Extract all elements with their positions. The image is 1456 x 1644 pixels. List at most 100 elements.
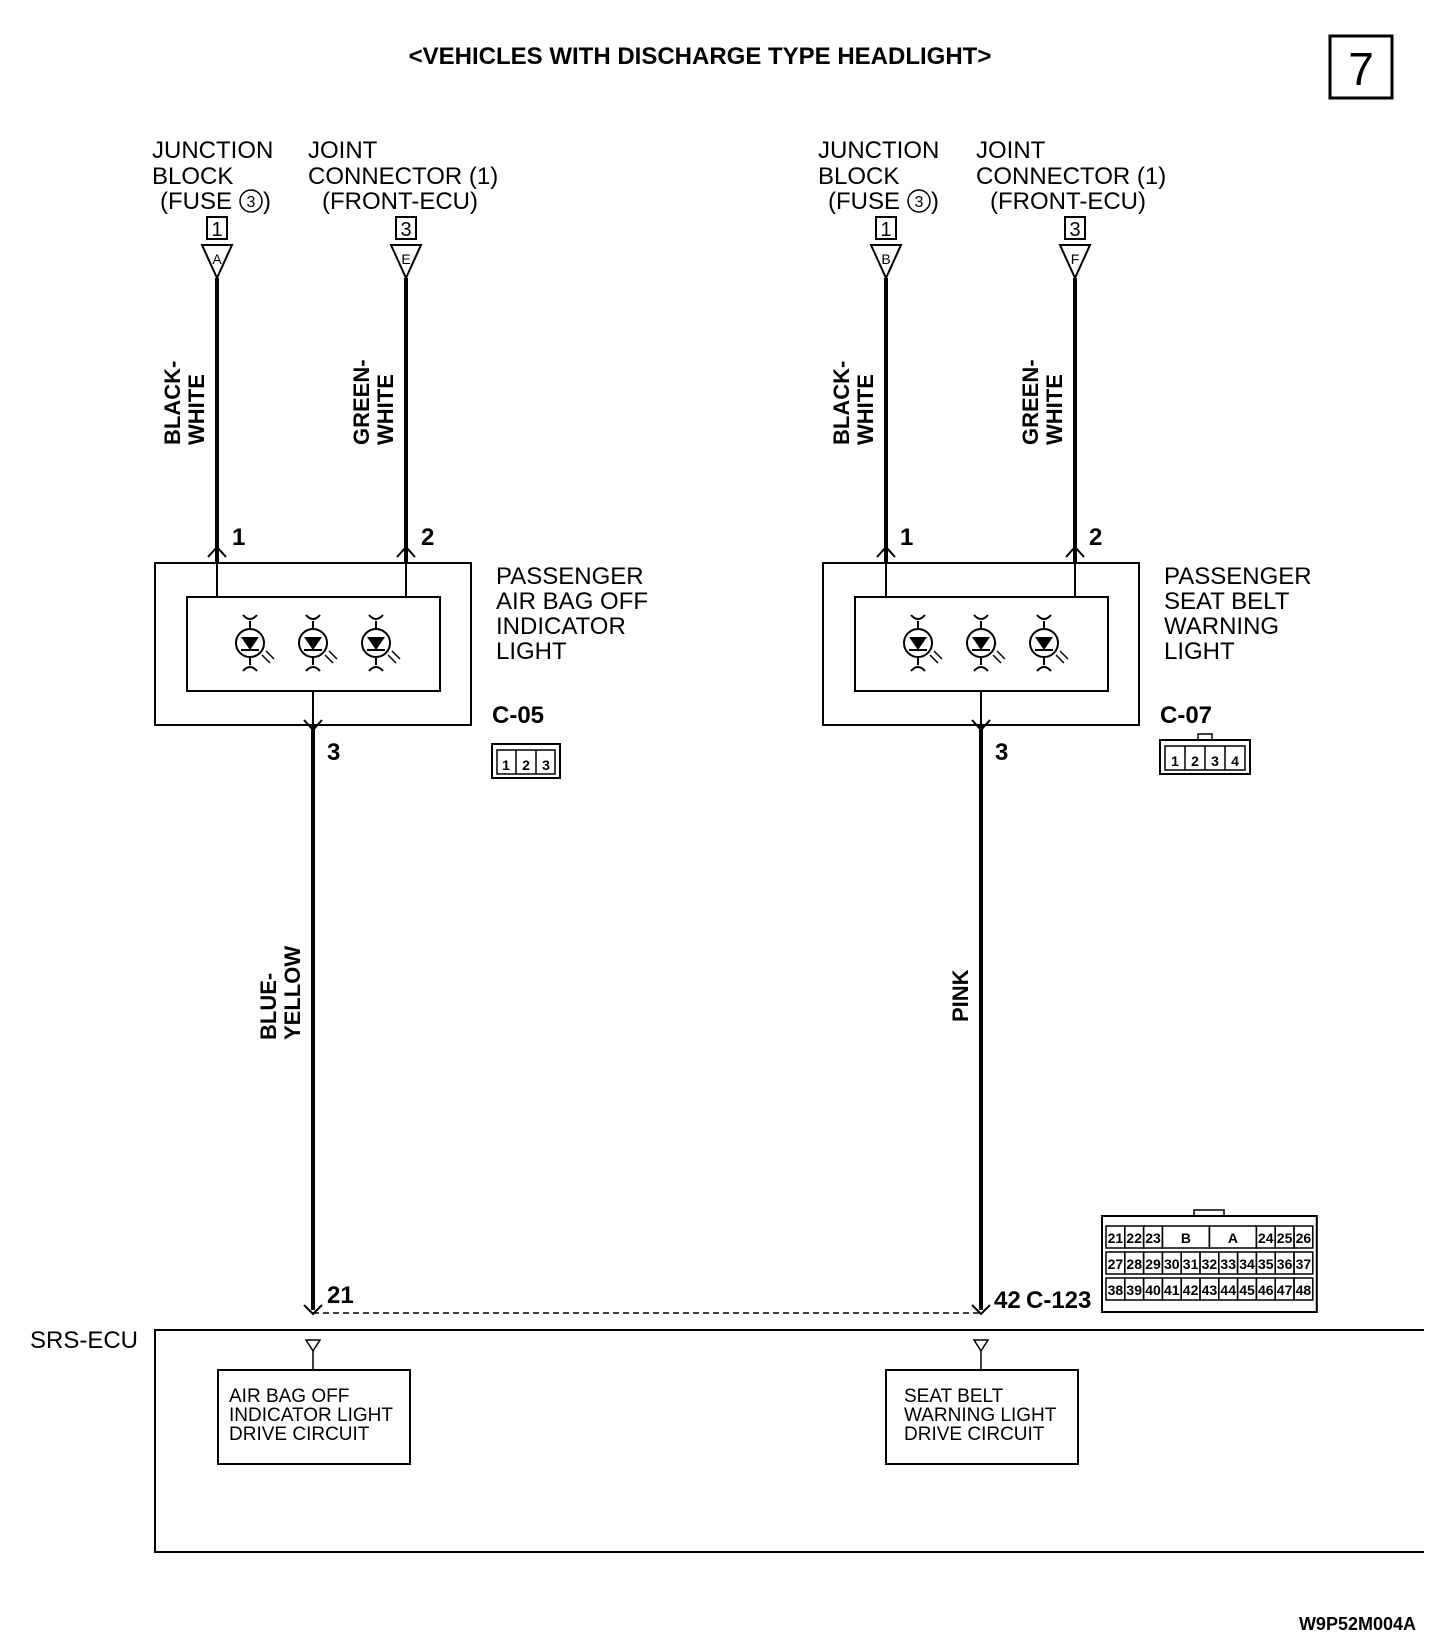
right-wire2-color: WHITE bbox=[1042, 374, 1067, 445]
led-icon bbox=[235, 614, 275, 672]
right-ecu-pin: 42 bbox=[994, 1287, 1021, 1314]
c123-pin: 38 bbox=[1108, 1282, 1124, 1298]
ecu-label: SRS-ECU bbox=[30, 1327, 138, 1354]
led-icon bbox=[361, 614, 401, 672]
led-icon bbox=[298, 614, 338, 672]
right-source2-label: (FRONT-ECU) bbox=[990, 188, 1146, 215]
c123-pin: 27 bbox=[1108, 1256, 1124, 1272]
c123-pin: 29 bbox=[1145, 1256, 1161, 1272]
ecu-outline bbox=[154, 1329, 1424, 1553]
right-component-name: PASSENGER bbox=[1164, 563, 1312, 590]
right-source1-conn: B bbox=[881, 251, 890, 267]
left-drive-circuit-label: AIR BAG OFF bbox=[229, 1386, 349, 1407]
c123-pin: 31 bbox=[1183, 1256, 1199, 1272]
left-wire2-color: WHITE bbox=[373, 374, 398, 445]
c123-pin: 24 bbox=[1258, 1230, 1274, 1246]
left-drive-circuit-label: DRIVE CIRCUIT bbox=[229, 1424, 370, 1445]
c123-pin: 30 bbox=[1164, 1256, 1180, 1272]
right-wire3-color: PINK bbox=[948, 969, 973, 1022]
c123-pin: 33 bbox=[1220, 1256, 1236, 1272]
right-source2-box: 3 bbox=[1069, 219, 1080, 241]
c123-pin: 34 bbox=[1239, 1256, 1255, 1272]
left-source1-label: JUNCTION bbox=[152, 137, 273, 164]
c123-pin: 25 bbox=[1277, 1230, 1293, 1246]
left-source1-label: BLOCK bbox=[152, 163, 233, 190]
left-source2-label: (FRONT-ECU) bbox=[322, 188, 478, 215]
led-icon bbox=[1029, 614, 1069, 672]
left-component-name: LIGHT bbox=[496, 638, 567, 665]
left-wire3-color: YELLOW bbox=[280, 946, 305, 1040]
left-source2-label: CONNECTOR (1) bbox=[308, 163, 498, 190]
c05-pin: 2 bbox=[522, 757, 530, 773]
footer-code: W9P52M004A bbox=[1299, 1614, 1416, 1634]
c123-pin: 28 bbox=[1126, 1256, 1142, 1272]
c123-pin: 40 bbox=[1145, 1282, 1161, 1298]
page-number: 7 bbox=[1348, 43, 1374, 95]
c123-pin: 41 bbox=[1164, 1282, 1180, 1298]
right-wire2-color: GREEN- bbox=[1018, 359, 1043, 445]
left-component-name: INDICATOR bbox=[496, 613, 626, 640]
left-drive-circuit-label: INDICATOR LIGHT bbox=[229, 1405, 393, 1426]
left-fuse-paren: ) bbox=[263, 188, 271, 215]
right-source2-label: CONNECTOR (1) bbox=[976, 163, 1166, 190]
page-number-box bbox=[1328, 34, 1394, 100]
left-wire3-color: BLUE- bbox=[256, 973, 281, 1040]
right-fuse-number: 3 bbox=[915, 194, 924, 211]
left-component-name: PASSENGER bbox=[496, 563, 644, 590]
c123-pin: 48 bbox=[1296, 1282, 1312, 1298]
c123-pin: 46 bbox=[1258, 1282, 1274, 1298]
left-source2-box: 3 bbox=[400, 219, 411, 241]
c07-pin: 4 bbox=[1231, 753, 1239, 769]
right-component-name: SEAT BELT bbox=[1164, 588, 1290, 615]
c123-pin: 47 bbox=[1277, 1282, 1293, 1298]
c123-pin: 32 bbox=[1202, 1256, 1218, 1272]
left-source1-conn: A bbox=[212, 251, 222, 267]
right-source1-box: 1 bbox=[880, 219, 891, 241]
left-wire1-color: WHITE bbox=[184, 374, 209, 445]
c123-pin: 26 bbox=[1296, 1230, 1312, 1246]
right-source2-conn: F bbox=[1071, 251, 1080, 267]
right-source1-label: (FUSE bbox=[828, 188, 900, 215]
left-component-name: AIR BAG OFF bbox=[496, 588, 648, 615]
left-source2-label: JOINT bbox=[308, 137, 378, 164]
right-ecu-connector: C-123 bbox=[1026, 1287, 1091, 1314]
right-source2-label: JOINT bbox=[976, 137, 1046, 164]
left-out-pin: 3 bbox=[327, 739, 340, 766]
c123-pin: 39 bbox=[1126, 1282, 1142, 1298]
c123-pin: 45 bbox=[1239, 1282, 1255, 1298]
left-connector-id: C-05 bbox=[492, 702, 544, 729]
c123-pin: 23 bbox=[1145, 1230, 1161, 1246]
right-source1-label: JUNCTION bbox=[818, 137, 939, 164]
left-source1-box: 1 bbox=[211, 219, 222, 241]
left-wire2-color: GREEN- bbox=[349, 359, 374, 445]
c123-pin: 36 bbox=[1277, 1256, 1293, 1272]
right-fuse-paren: ) bbox=[931, 188, 939, 215]
left-source2-conn: E bbox=[401, 251, 410, 267]
left-circuit: JUNCTION BLOCK (FUSE 3 ) 1 A JOINT CONNE… bbox=[152, 137, 648, 1316]
left-pin-2: 2 bbox=[421, 524, 434, 551]
c123-pin: 21 bbox=[1108, 1230, 1124, 1246]
left-fuse-number: 3 bbox=[247, 194, 256, 211]
right-drive-circuit-label: WARNING LIGHT bbox=[904, 1405, 1057, 1426]
right-out-pin: 3 bbox=[995, 739, 1008, 766]
right-wire1-color: BLACK- bbox=[829, 361, 854, 445]
right-source1-label: BLOCK bbox=[818, 163, 899, 190]
left-wire1-color: BLACK- bbox=[160, 361, 185, 445]
right-pin-2: 2 bbox=[1089, 524, 1102, 551]
c05-pin: 1 bbox=[502, 757, 510, 773]
c123-pin: B bbox=[1181, 1230, 1191, 1246]
c123-pin: A bbox=[1228, 1230, 1238, 1246]
left-drive-circuit bbox=[217, 1369, 411, 1465]
led-icon bbox=[966, 614, 1006, 672]
right-pin-1: 1 bbox=[900, 524, 913, 551]
c05-pin: 3 bbox=[542, 757, 550, 773]
c123-pin: 37 bbox=[1296, 1256, 1312, 1272]
right-component-name: LIGHT bbox=[1164, 638, 1235, 665]
page-title: <VEHICLES WITH DISCHARGE TYPE HEADLIGHT> bbox=[409, 43, 992, 70]
left-ecu-pin: 21 bbox=[327, 1282, 354, 1309]
right-connector-id: C-07 bbox=[1160, 702, 1212, 729]
right-circuit: JUNCTION BLOCK (FUSE 3 ) 1 B JOINT CONNE… bbox=[818, 137, 1312, 1316]
c123-pin: 43 bbox=[1202, 1282, 1218, 1298]
